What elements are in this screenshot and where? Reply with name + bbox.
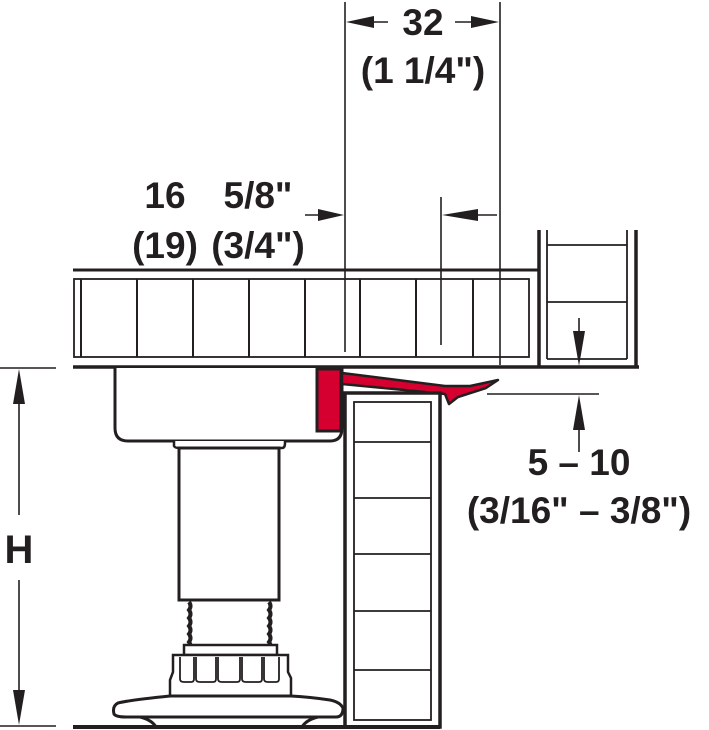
dimension-height: H [0,367,56,727]
arrow-up-icon [13,369,25,404]
dim-16-metric: 16 [144,175,185,216]
dimension-32: 32 (1 1/4") [344,2,501,365]
side-panel [537,230,638,367]
dim-32-metric: 32 [402,2,443,43]
dim-32-imperial: (1 1/4") [361,50,485,91]
clip-body [315,367,343,433]
dim-5-8-imperial-alt: (3/4") [211,225,305,266]
arrow-left-icon [346,16,374,28]
plinth-panel [343,391,442,729]
arrow-right-icon [318,209,344,221]
dim-5-8-imperial: 5/8" [224,175,293,216]
dimension-gap: 5 – 10 (3/16" – 3/8") [467,318,691,531]
clip-arm [340,371,500,406]
plinth-clip [315,367,500,433]
dim-height-label: H [5,528,34,572]
arrow-up-icon [573,395,585,430]
dim-gap-imperial: (3/16" – 3/8") [467,490,691,531]
dim-16-metric-alt: (19) [132,225,198,266]
arrow-down-icon [573,331,585,366]
arrow-down-icon [13,690,25,725]
cabinet-bottom-panel [73,268,639,369]
arrow-right-icon [471,16,499,28]
dim-gap-metric: 5 – 10 [528,442,631,483]
adjustable-leg [112,368,345,728]
arrow-left-icon [442,209,478,221]
dimension-16-5-8: 16 5/8" (19) (3/4") [132,175,497,345]
